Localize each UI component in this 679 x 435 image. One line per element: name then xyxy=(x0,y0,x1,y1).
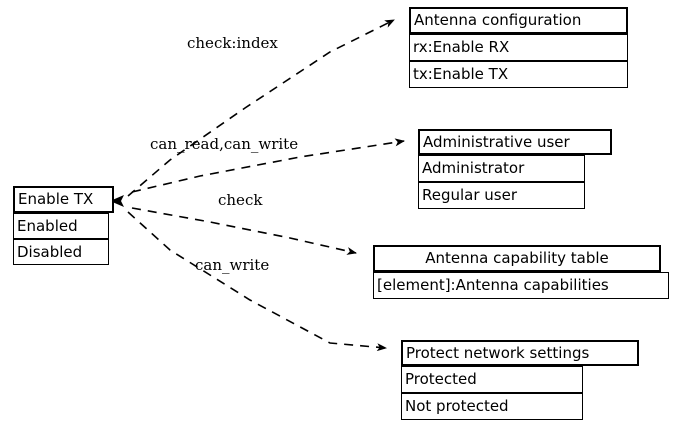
node-administrative-user-row-0-text: Administrator xyxy=(422,159,525,177)
edge-label-check: check xyxy=(218,193,262,208)
node-enable-tx-row-0[interactable]: Enabled xyxy=(13,213,109,239)
node-administrative-user-row-1-text: Regular user xyxy=(422,186,518,204)
node-protect-network-settings-title-text: Protect network settings xyxy=(406,343,590,362)
edge-label-can-write: can_write xyxy=(195,258,269,273)
node-administrative-user-row-0[interactable]: Administrator xyxy=(418,155,585,182)
node-antenna-configuration-row-0[interactable]: rx:Enable RX xyxy=(409,34,628,61)
node-administrative-user-title-text: Administrative user xyxy=(423,132,570,151)
node-antenna-capability-table-row-0-text: [element]:Antenna capabilities xyxy=(377,276,609,294)
node-protect-network-settings-row-0-text: Protected xyxy=(405,370,477,388)
node-antenna-capability-table-row-0[interactable]: [element]:Antenna capabilities xyxy=(373,272,669,299)
edge-can-write-line xyxy=(127,211,387,352)
edge-label-can-read-can-write-text: can_read,can_write xyxy=(150,135,299,153)
node-antenna-capability-table-title-text: Antenna capability table xyxy=(425,249,609,267)
edge-label-can-read-can-write: can_read,can_write xyxy=(150,137,298,152)
edge-label-check-index: check:index xyxy=(187,36,278,51)
node-antenna-configuration-title[interactable]: Antenna configuration xyxy=(409,7,628,34)
node-enable-tx-row-1-text: Disabled xyxy=(17,242,83,261)
edge-label-can-write-text: can_write xyxy=(195,256,270,274)
node-antenna-configuration-row-0-text: rx:Enable RX xyxy=(413,38,510,56)
node-enable-tx-title-text: Enable TX xyxy=(18,190,94,208)
edge-label-check-text: check xyxy=(218,191,263,209)
edge-check-index-line xyxy=(127,19,395,197)
enable-tx-arrowhead xyxy=(110,195,124,207)
node-enable-tx-title[interactable]: Enable TX xyxy=(13,186,114,213)
node-enable-tx-row-1[interactable]: Disabled xyxy=(13,239,109,265)
node-administrative-user-row-1[interactable]: Regular user xyxy=(418,182,585,209)
node-administrative-user-title[interactable]: Administrative user xyxy=(418,129,612,155)
node-antenna-configuration-row-1[interactable]: tx:Enable TX xyxy=(409,61,628,88)
node-protect-network-settings-row-0[interactable]: Protected xyxy=(401,366,583,393)
edge-check-line xyxy=(131,207,357,255)
node-protect-network-settings-row-1[interactable]: Not protected xyxy=(401,393,583,420)
edge-can-read-can-write-line xyxy=(131,138,405,193)
node-antenna-configuration-row-1-text: tx:Enable TX xyxy=(413,65,509,83)
edge-label-check-index-text: check:index xyxy=(187,34,278,52)
node-antenna-capability-table-title[interactable]: Antenna capability table xyxy=(373,245,661,272)
node-antenna-configuration-title-text: Antenna configuration xyxy=(414,11,582,29)
node-enable-tx-row-0-text: Enabled xyxy=(17,216,78,235)
node-protect-network-settings-title[interactable]: Protect network settings xyxy=(401,340,639,366)
node-protect-network-settings-row-1-text: Not protected xyxy=(405,397,509,415)
